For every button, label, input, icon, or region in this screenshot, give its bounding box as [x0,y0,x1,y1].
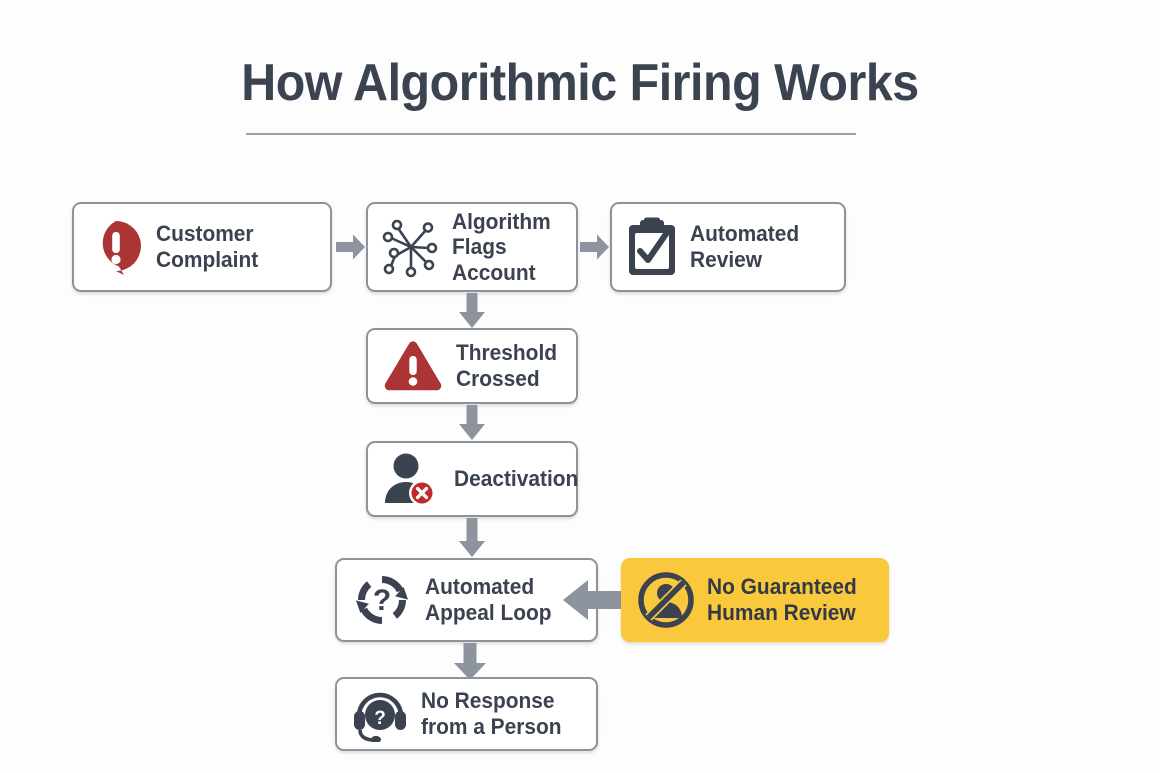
no-person-icon [637,571,695,629]
arrow-algorithm-to-review [580,233,610,261]
headset-question-icon: ? [351,686,409,744]
exclamation-speech-bubble-icon [88,218,144,276]
clipboard-check-icon [626,217,678,277]
node-label-automated-review: Automated Review [690,221,800,272]
arrow-threshold-to-deactivation [457,405,487,441]
svg-text:?: ? [374,708,386,729]
node-label-no-guaranteed-human-review: No Guaranteed Human Review [707,574,857,625]
svg-text:?: ? [373,584,391,617]
node-label-customer-complaint: Customer Complaint [156,221,259,272]
node-label-threshold-crossed: Threshold Crossed [456,340,558,391]
node-label-automated-appeal-loop: Automated Appeal Loop [425,574,552,625]
refresh-question-icon: ? [351,570,413,630]
node-customer-complaint[interactable]: Customer Complaint [72,202,332,292]
arrow-complaint-to-algorithm [336,233,366,261]
node-label-no-response-from-a-person: No Response from a Person [421,688,562,739]
arrow-appeal-loop-to-no-response [452,643,488,681]
node-label-algorithm-flags-account: Algorithm Flags Account [452,208,551,285]
node-deactivation[interactable]: Deactivation [366,441,578,517]
node-no-response-from-a-person[interactable]: ? No Response from a Person [335,677,598,751]
warning-triangle-icon [382,338,444,394]
node-algorithm-flags-account[interactable]: Algorithm Flags Account [366,202,578,292]
arrow-human-review-to-appeal-loop [562,579,628,621]
node-no-guaranteed-human-review[interactable]: No Guaranteed Human Review [621,558,889,642]
node-threshold-crossed[interactable]: Threshold Crossed [366,328,578,404]
node-automated-review[interactable]: Automated Review [610,202,846,292]
user-blocked-icon [382,450,442,508]
arrow-deactivation-to-appeal-loop [457,518,487,558]
node-label-deactivation: Deactivation [454,466,579,492]
arrow-algorithm-to-threshold [457,293,487,329]
page-title-container: How Algorithmic Firing Works [0,56,1160,111]
title-divider [246,133,856,135]
network-nodes-icon [382,216,440,278]
page-title: How Algorithmic Firing Works [241,54,919,112]
node-automated-appeal-loop[interactable]: ? Automated Appeal Loop [335,558,598,642]
